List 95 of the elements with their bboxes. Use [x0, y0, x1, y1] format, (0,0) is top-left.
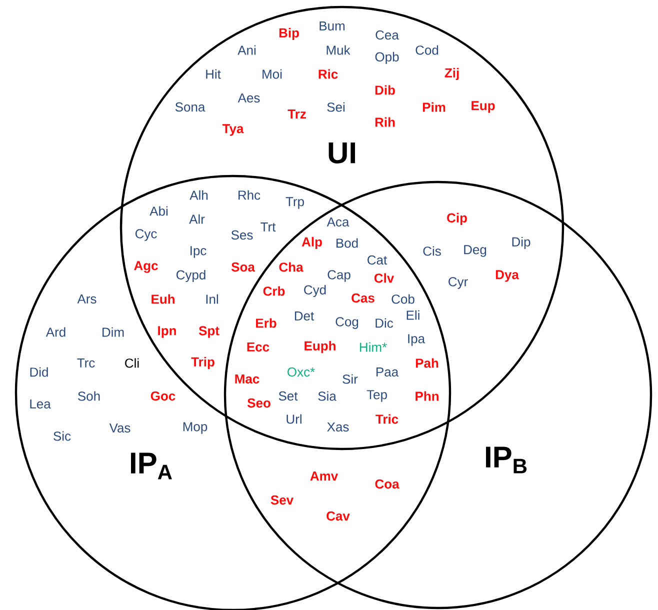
species-code: Oxc*	[288, 367, 315, 377]
species-code: Ipn	[158, 326, 176, 338]
species-code: Url	[286, 414, 302, 424]
species-code: Dya	[496, 270, 519, 282]
species-code: Seo	[247, 398, 270, 408]
species-code: Coa	[375, 479, 400, 489]
species-code: Trz	[288, 110, 306, 118]
species-code: Opb	[375, 52, 399, 64]
species-code: Cob	[392, 294, 414, 304]
species-code: Did	[30, 367, 48, 377]
species-code: Trp	[286, 197, 304, 209]
species-code: Alr	[189, 214, 205, 224]
species-code: Cli	[125, 358, 139, 368]
species-code: Trc	[77, 358, 95, 368]
species-code: Alh	[190, 190, 208, 200]
species-code: Cat	[368, 255, 388, 265]
species-code: Paa	[376, 367, 399, 377]
species-code: Det	[294, 311, 314, 321]
species-code: Cea	[376, 30, 399, 40]
species-code: Clv	[374, 273, 394, 283]
species-code: Cyr	[448, 277, 468, 289]
species-code: Spt	[198, 326, 220, 338]
species-code: Hit	[206, 69, 221, 79]
species-code: Sia	[318, 391, 336, 401]
species-code: Ipa	[408, 334, 426, 346]
species-code: Crb	[263, 286, 285, 296]
species-code: Dib	[375, 85, 395, 95]
species-code: Eli	[406, 310, 420, 320]
set-label: UI	[328, 142, 355, 164]
species-code: Euph	[304, 340, 336, 354]
species-code: Cap	[328, 270, 350, 282]
species-code: Rhc	[238, 190, 260, 200]
species-code: Bod	[336, 238, 358, 248]
species-code: Muk	[326, 45, 350, 55]
species-code: Sir	[342, 374, 358, 384]
species-code: Mac	[235, 374, 260, 384]
species-code: Alp	[302, 236, 322, 250]
species-code: Lea	[30, 399, 51, 409]
set-label: IP$_{A}$	[131, 452, 172, 480]
species-code: Cypd	[176, 270, 206, 282]
species-code: Rih	[375, 117, 395, 127]
species-code: Cod	[416, 45, 438, 55]
species-code: Cha	[279, 262, 304, 272]
species-code: Ecc	[247, 342, 270, 352]
species-code: Sei	[327, 102, 345, 112]
species-code: Ars	[77, 294, 96, 304]
species-code: Mop	[183, 422, 208, 434]
species-code: Eup	[472, 101, 495, 113]
species-code: Aca	[326, 217, 350, 227]
species-code: Pah	[416, 358, 438, 368]
species-code: Ses	[231, 230, 253, 240]
species-code: Agc	[134, 261, 158, 273]
species-code: Abi	[150, 206, 168, 216]
species-code: Cas	[352, 293, 374, 303]
species-code: Cyc	[135, 229, 157, 241]
species-code: Cav	[326, 511, 350, 521]
species-code: Phn	[416, 391, 438, 401]
species-code: Pim	[422, 102, 446, 112]
species-code: Dim	[102, 327, 124, 337]
species-code: Cis	[423, 246, 441, 256]
species-code: Zij	[444, 68, 459, 80]
species-code: Trip	[191, 356, 214, 370]
species-code: Ric	[318, 69, 338, 79]
species-code: Ipc	[190, 246, 206, 258]
species-code: Amv	[310, 472, 338, 480]
species-code: Cog	[336, 317, 358, 329]
species-code: Soh	[78, 391, 100, 401]
species-code: Tya	[222, 124, 244, 136]
species-code: Euh	[152, 294, 174, 304]
species-code: Bip	[279, 28, 299, 40]
species-code: Cyd	[304, 284, 326, 298]
species-code: Bum	[320, 21, 345, 31]
species-code: Goc	[150, 391, 176, 401]
species-code: Him*	[360, 342, 387, 352]
species-code: Sic	[54, 431, 71, 441]
species-code: Cip	[447, 212, 467, 226]
species-code: Aes	[238, 93, 260, 103]
species-code: Dip	[512, 236, 530, 250]
species-code: Moi	[262, 69, 282, 79]
species-code: Sev	[270, 495, 294, 505]
species-code: Ani	[238, 45, 256, 55]
species-code: Tep	[366, 390, 387, 402]
species-code: Set	[278, 391, 298, 401]
species-code: Trt	[260, 222, 276, 232]
species-code: Ard	[46, 327, 66, 337]
species-code: Inl	[206, 294, 218, 304]
species-code: Tric	[376, 414, 398, 424]
species-code: Vas	[109, 423, 130, 433]
species-code: Dic	[376, 318, 394, 328]
species-code: Sona	[175, 102, 206, 112]
species-code: Xas	[327, 422, 349, 432]
set-label: IP$_{B}$	[486, 446, 527, 474]
species-code: Erb	[256, 318, 276, 328]
species-code: Soa	[231, 262, 255, 272]
species-code: Deg	[464, 245, 486, 257]
